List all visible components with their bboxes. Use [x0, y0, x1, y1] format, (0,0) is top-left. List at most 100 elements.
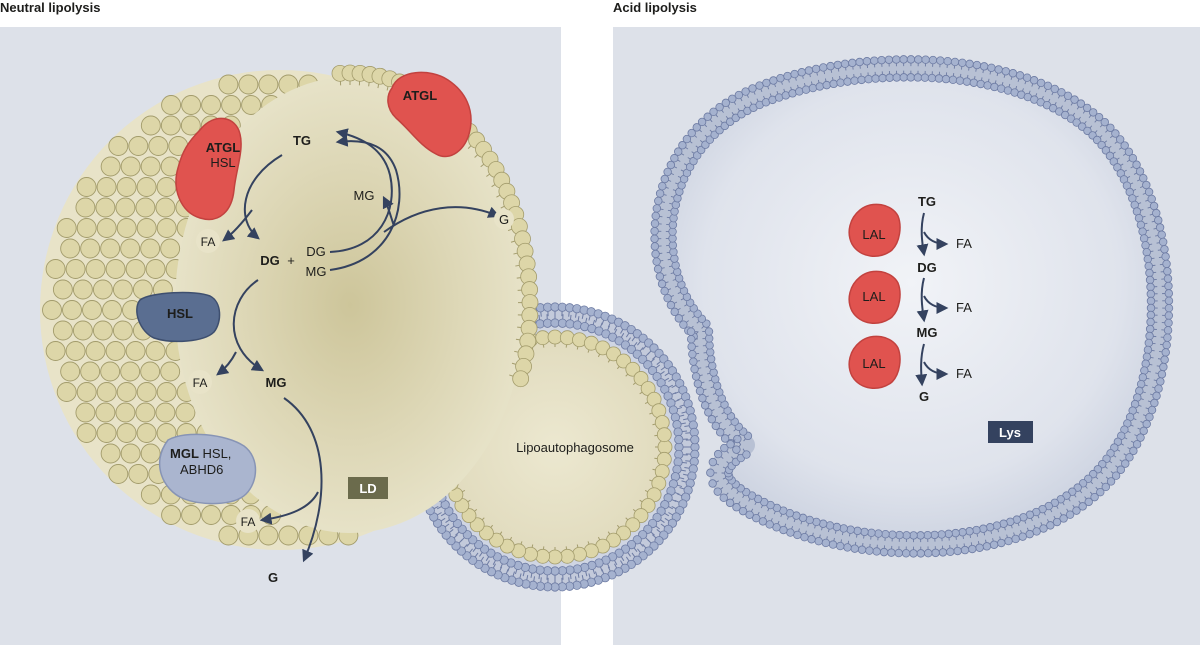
lipid-head — [895, 530, 904, 540]
lipid-head — [772, 523, 781, 532]
lys-fa-3: FA — [956, 366, 972, 381]
lal-enzyme-3: LAL — [848, 335, 901, 389]
lipid-head — [704, 327, 714, 336]
lipid-head — [1145, 268, 1154, 278]
lipid-head — [742, 450, 751, 459]
lipid-head — [686, 334, 696, 344]
lipid-head — [1146, 303, 1156, 313]
lipid-head — [1160, 355, 1169, 364]
fa2-bubble — [188, 370, 212, 394]
lipid-head — [116, 382, 137, 402]
lipid-head — [965, 527, 974, 536]
lipid-head — [1036, 78, 1046, 88]
lal-icon-1 — [848, 203, 901, 257]
lipid-head — [128, 464, 149, 484]
lipid-head — [181, 95, 202, 115]
lipid-head — [871, 74, 880, 83]
lipid-head — [1121, 459, 1130, 468]
lipid-head — [651, 249, 660, 259]
lipid-head — [678, 141, 687, 150]
lipid-head — [1146, 282, 1155, 292]
lipid-head — [85, 259, 106, 279]
lipid-head — [877, 55, 886, 65]
lipid-head — [655, 272, 665, 281]
lipid-head — [96, 218, 117, 238]
lipid-head — [1136, 433, 1145, 442]
lys-step-dg: DG — [917, 260, 937, 275]
lipid-head — [762, 78, 771, 88]
lipid-head — [689, 357, 698, 366]
lipid-head — [1139, 173, 1148, 183]
lipid-head — [1072, 506, 1081, 515]
lipid-head — [1124, 147, 1134, 156]
lipid-head — [855, 57, 864, 67]
lipid-head — [1154, 384, 1163, 393]
lipid-head — [76, 218, 97, 238]
lipid-head — [867, 528, 876, 537]
lipid-head — [909, 549, 918, 558]
lipid-head — [140, 156, 161, 177]
mg-label: MG — [266, 375, 287, 390]
lys-tag: Lys — [999, 425, 1021, 440]
fa3-bubble — [236, 509, 260, 533]
lipid-head — [888, 530, 897, 539]
lipid-head — [1065, 510, 1075, 519]
lipid-head — [82, 300, 102, 320]
lipid-head — [807, 535, 816, 544]
lipid-head — [850, 544, 859, 553]
lys-step-mg: MG — [917, 325, 938, 340]
lipid-head — [705, 341, 714, 350]
lipid-head — [1146, 289, 1156, 299]
lipid-head — [80, 361, 101, 382]
lipid-head — [972, 60, 982, 70]
lipid-head — [535, 565, 545, 575]
g-label: G — [268, 570, 278, 585]
lipid-head — [1152, 208, 1161, 218]
lipid-head — [1138, 227, 1147, 236]
lipid-head — [1073, 483, 1082, 492]
lipid-head — [691, 372, 701, 381]
lipid-head — [221, 95, 242, 115]
lipid-head — [679, 320, 688, 329]
atgl-left-hsl-label: HSL — [210, 155, 235, 170]
lipid-head — [734, 90, 744, 100]
lipid-head — [1136, 220, 1146, 230]
lipid-head — [892, 55, 901, 64]
lipid-head — [924, 548, 933, 558]
lipid-head — [1094, 112, 1104, 122]
lipid-head — [1066, 114, 1076, 123]
lipid-head — [175, 402, 196, 423]
tg-label: TG — [293, 133, 311, 148]
lipid-head — [258, 74, 279, 95]
lipid-head — [975, 543, 984, 552]
lipid-head — [1025, 529, 1034, 539]
lipid-head — [965, 59, 974, 69]
lipid-head — [651, 211, 660, 221]
lipid-head — [666, 160, 676, 170]
lipid-head — [931, 548, 940, 558]
lys-arrow-fa-2 — [923, 295, 949, 314]
lipid-head — [72, 320, 93, 341]
lipid-head — [140, 361, 161, 382]
lipid-head — [136, 177, 157, 197]
lipid-head — [72, 279, 93, 300]
neutral-pathway-arrows — [216, 128, 501, 563]
lipid-head — [96, 177, 117, 197]
lipid-head — [572, 564, 582, 574]
lipid-head — [872, 547, 881, 556]
lipid-head — [156, 218, 177, 238]
lipid-head — [815, 82, 824, 91]
lipid-head — [1142, 247, 1151, 257]
lipid-head — [1156, 377, 1165, 386]
lipid-head — [559, 330, 575, 346]
arrow-mg-to-tg — [329, 134, 401, 271]
plus-label: + — [287, 253, 295, 268]
lipid-head — [704, 334, 714, 343]
lipid-head — [1164, 289, 1174, 298]
lipid-head — [962, 77, 972, 86]
lipid-head — [703, 112, 712, 121]
lipid-head — [874, 529, 883, 538]
lipid-head — [218, 74, 239, 95]
lal-label-3: LAL — [862, 356, 885, 371]
lipid-head — [864, 74, 873, 84]
